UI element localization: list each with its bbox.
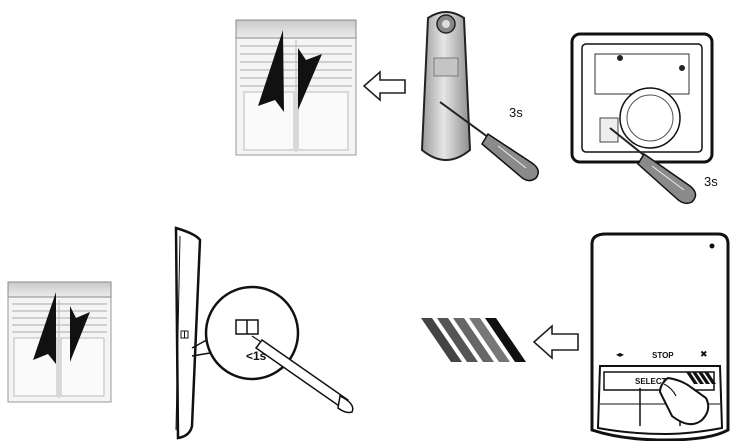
transmitter-stop-label: STOP bbox=[652, 351, 674, 360]
hollow-left-arrow-icon bbox=[534, 326, 578, 358]
window-shutter-icon bbox=[236, 20, 356, 155]
radio-signal-icon bbox=[421, 318, 526, 362]
wall-switch-icon bbox=[572, 34, 712, 162]
remote-hold-time: 3s bbox=[509, 105, 523, 120]
wall-switch-hold-time: 3s bbox=[704, 174, 718, 189]
svg-text:✖: ✖ bbox=[700, 350, 708, 360]
hollow-left-arrow-icon bbox=[364, 72, 405, 100]
remote-control-icon bbox=[422, 12, 470, 160]
svg-text:◂▸: ◂▸ bbox=[616, 350, 624, 359]
window-shutter-icon bbox=[8, 282, 111, 402]
sensor-side-icon bbox=[176, 228, 200, 438]
